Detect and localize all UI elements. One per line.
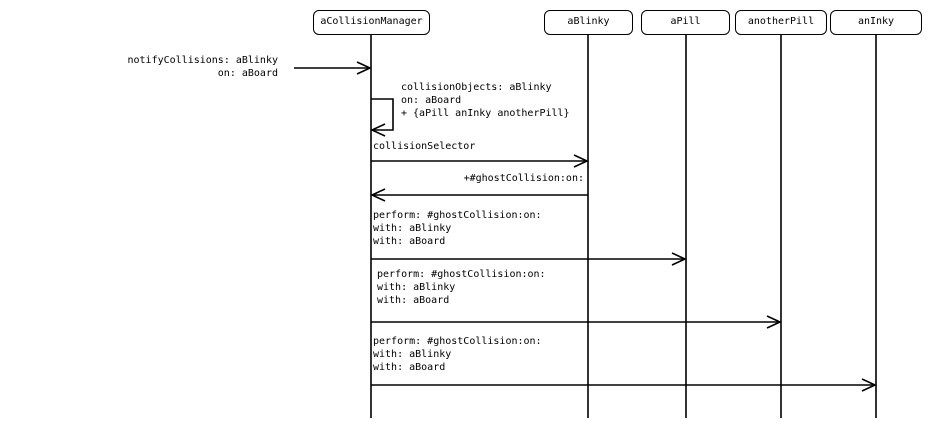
- participant-pill: aPill: [641, 10, 730, 35]
- message-line: on: aBoard: [217, 68, 278, 79]
- message-line: notifyCollisions: aBlinky: [127, 55, 278, 66]
- message-line: with: aBlinky: [377, 282, 456, 293]
- arrowhead-return-selector: [370, 188, 386, 202]
- message-collision-selector-label: collisionSelector: [373, 140, 475, 153]
- participant-manager: aCollisionManager: [313, 10, 430, 35]
- participant-manager-label: aCollisionManager: [320, 16, 423, 27]
- message-line: with: aBoard: [373, 236, 446, 247]
- participant-pill-label: aPill: [670, 16, 701, 27]
- message-line: with: aBlinky: [373, 223, 452, 234]
- message-line: perform: #ghostCollision:on:: [373, 336, 542, 347]
- message-line: collisionSelector: [373, 141, 476, 152]
- message-line: perform: #ghostCollision:on:: [377, 269, 546, 280]
- arrowhead-notify: [356, 61, 372, 75]
- arrowhead-perform-pill: [671, 252, 687, 266]
- message-line: with: aBoard: [373, 362, 446, 373]
- participant-another-pill-label: anotherPill: [747, 16, 815, 27]
- participant-blinky: aBlinky: [544, 10, 633, 35]
- arrowhead-self-call: [370, 123, 386, 137]
- message-perform-inky-label: perform: #ghostCollision:on: with: aBlin…: [373, 335, 542, 374]
- message-line: on: aBoard: [401, 95, 462, 106]
- message-line: + {aPill anInky anotherPill}: [401, 108, 570, 119]
- participant-blinky-label: aBlinky: [567, 16, 610, 27]
- message-perform-another-pill-label: perform: #ghostCollision:on: with: aBlin…: [377, 268, 546, 307]
- arrowhead-perform-inky: [861, 378, 877, 392]
- participant-inky: anInky: [830, 10, 922, 35]
- arrowhead-perform-another-pill: [766, 315, 782, 329]
- participant-inky-label: anInky: [857, 16, 895, 27]
- message-notify-label: notifyCollisions: aBlinky on: aBoard: [127, 54, 278, 80]
- message-return-selector-label: +#ghostCollision:on:: [464, 172, 584, 185]
- message-collision-objects-label: collisionObjects: aBlinky on: aBoard + {…: [401, 81, 570, 120]
- message-line: with: aBlinky: [373, 349, 452, 360]
- participant-another-pill: anotherPill: [735, 10, 827, 35]
- arrow-self-call: [371, 98, 394, 131]
- message-line: perform: #ghostCollision:on:: [373, 210, 542, 221]
- message-line: +#ghostCollision:on:: [463, 173, 584, 184]
- message-perform-pill-label: perform: #ghostCollision:on: with: aBlin…: [373, 209, 542, 248]
- arrowhead-collision-selector: [573, 154, 589, 168]
- message-line: collisionObjects: aBlinky: [401, 82, 552, 93]
- message-line: with: aBoard: [377, 295, 450, 306]
